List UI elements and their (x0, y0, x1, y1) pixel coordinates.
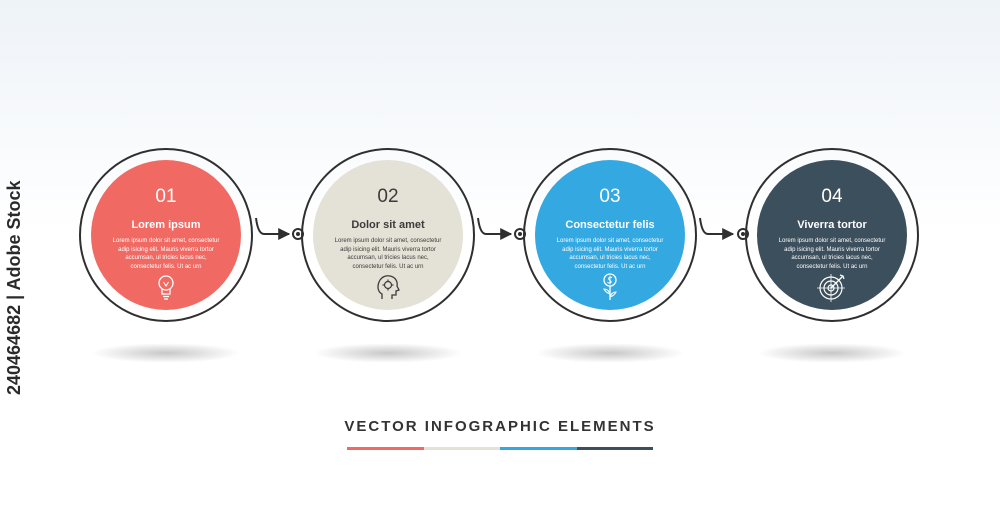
footer-bar-segment (347, 447, 424, 450)
step-title: Lorem ipsum (131, 219, 201, 231)
connector-2-3 (477, 217, 526, 240)
step-description: Lorem ipsum dolor sit amet, consectetur … (112, 238, 220, 270)
step-ring (523, 148, 697, 322)
step-number: 03 (599, 186, 621, 207)
money-plant-icon (603, 273, 617, 300)
footer-title: VECTOR INFOGRAPHIC ELEMENTS (344, 418, 656, 435)
step-1: 01 Lorem ipsum Lorem ipsum dolor sit ame… (79, 148, 253, 322)
step-disc: 04 Viverra tortor Lorem ipsum dolor sit … (757, 160, 907, 310)
step-shadow (91, 343, 241, 363)
step-title: Consectetur felis (565, 219, 655, 231)
step-3: 03 Consectetur felis Lorem ipsum dolor s… (523, 148, 697, 322)
step-2: 02 Dolor sit amet Lorem ipsum dolor sit … (301, 148, 475, 322)
head-gear-icon (377, 275, 400, 299)
target-icon (817, 274, 845, 302)
footer-bar-segment (423, 447, 500, 450)
connector-1-2 (255, 217, 304, 240)
step-number: 04 (821, 186, 843, 207)
step-disc: 01 Lorem ipsum Lorem ipsum dolor sit ame… (91, 160, 241, 310)
step-ring (301, 148, 475, 322)
step-title: Dolor sit amet (351, 219, 425, 231)
step-description: Lorem ipsum dolor sit amet, consectetur … (556, 238, 664, 270)
step-number: 02 (377, 186, 399, 207)
step-number: 01 (155, 186, 177, 207)
footer-bar-segment (576, 447, 653, 450)
lightbulb-icon (158, 275, 174, 300)
step-disc: 03 Consectetur felis Lorem ipsum dolor s… (535, 160, 685, 310)
step-shadow (313, 343, 463, 363)
step-shadow (757, 343, 907, 363)
footer-color-bar (347, 447, 653, 450)
step-4: 04 Viverra tortor Lorem ipsum dolor sit … (745, 148, 919, 322)
step-ring (79, 148, 253, 322)
step-description: Lorem ipsum dolor sit amet, consectetur … (334, 238, 442, 270)
connector-3-4 (699, 217, 749, 240)
step-description: Lorem ipsum dolor sit amet, consectetur … (778, 238, 886, 270)
step-ring (745, 148, 919, 322)
step-shadow (535, 343, 685, 363)
step-title: Viverra tortor (797, 219, 867, 231)
step-disc: 02 Dolor sit amet Lorem ipsum dolor sit … (313, 160, 463, 310)
footer-bar-segment (500, 447, 577, 450)
